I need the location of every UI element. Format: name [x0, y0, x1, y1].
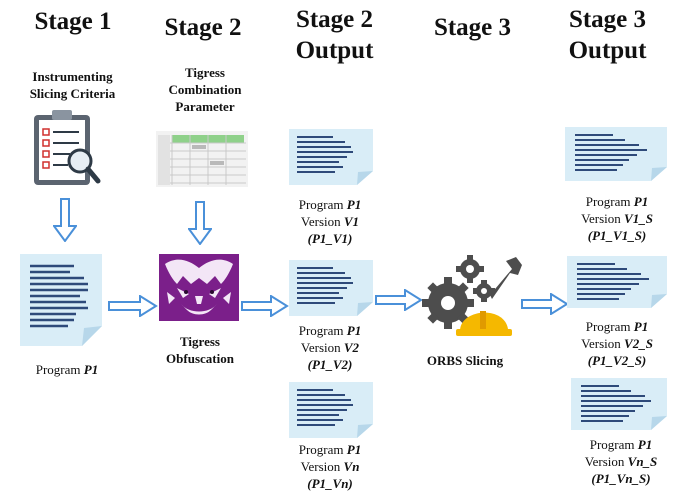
sliced-vn-label: Program P1 Version Vn_S (P1_Vn_S) [566, 436, 673, 487]
output-vn-version: Version Vn [280, 458, 380, 475]
stage2-title: Stage 2 [164, 14, 242, 41]
program-p1-label: Program P1 [12, 361, 122, 378]
output-vn-document [287, 380, 375, 440]
program-p1-document [18, 252, 104, 348]
sliced-vn-document [569, 376, 669, 432]
output-v2-version: Version V2 [280, 339, 380, 356]
stage2-down-arrow [188, 201, 212, 245]
output-vn-tag-text: (P1_Vn) [307, 476, 353, 491]
arrow-stage1-to-stage2 [108, 295, 158, 317]
sliced-v1-tag-text: (P1_V1_S) [587, 228, 647, 243]
sliced-v1-version-prefix: Version [581, 211, 625, 226]
output-v1-version-name: V1 [343, 214, 360, 229]
param-label-line2: Combination [168, 82, 242, 97]
param-label-line3: Parameter [175, 99, 235, 114]
sliced-v1-program: Program P1 [562, 193, 672, 210]
param-label-line1: Tigress [185, 65, 225, 80]
sliced-v1-tag: (P1_V1_S) [562, 227, 672, 244]
stage1-title: Stage 1 [34, 8, 112, 35]
spreadsheet-icon [156, 131, 248, 187]
output-vn-version-name: Vn [343, 459, 360, 474]
sliced-v1-version-name: V1_S [624, 211, 653, 226]
output-v2-tag-text: (P1_V2) [307, 357, 353, 372]
output-vn-program-name: P1 [346, 442, 362, 457]
obfuscation-label: Tigress Obfuscation [150, 333, 250, 367]
arrow-output-to-stage3 [375, 289, 423, 311]
stage3-title: Stage 3 [433, 14, 512, 41]
sliced-v1-program-prefix: Program [585, 194, 634, 209]
obfuscation-label-line2: Obfuscation [166, 351, 234, 366]
criteria-label: Instrumenting Slicing Criteria [10, 68, 135, 102]
gears-helmet-icon [420, 255, 524, 341]
output-v1-document [287, 127, 375, 187]
sliced-v2-program-name: P1 [633, 319, 649, 334]
output-v1-tag-text: (P1_V1) [307, 231, 353, 246]
output-v1-version-prefix: Version [300, 214, 344, 229]
sliced-vn-version-name: Vn_S [627, 454, 658, 469]
output-v2-document [287, 258, 375, 318]
sliced-v2-document [565, 254, 669, 310]
output-v2-program: Program P1 [280, 322, 380, 339]
output-v1-program: Program P1 [280, 196, 380, 213]
output-v2-program-prefix: Program [298, 323, 347, 338]
stage1-down-arrow [53, 198, 77, 242]
stage3-output-title-line1: Stage 3 [568, 6, 647, 33]
stage3-output-title-line2: Output [568, 37, 647, 64]
sliced-vn-tag-text: (P1_Vn_S) [591, 471, 651, 486]
arrow-stage3-to-output [521, 293, 569, 315]
sliced-v2-program-prefix: Program [585, 319, 634, 334]
param-label: Tigress Combination Parameter [150, 64, 260, 115]
stage2-output-title: Stage 2 Output [287, 4, 382, 66]
output-v1-label: Program P1 Version V1 (P1_V1) [280, 196, 380, 247]
program-p1-prefix: Program [35, 362, 84, 377]
sliced-v2-version-prefix: Version [581, 336, 625, 351]
output-v1-tag: (P1_V1) [280, 230, 380, 247]
sliced-v1-label: Program P1 Version V1_S (P1_V1_S) [562, 193, 672, 244]
orbs-slicing-label: ORBS Slicing [426, 353, 504, 368]
sliced-vn-version-prefix: Version [584, 454, 628, 469]
output-v1-version: Version V1 [280, 213, 380, 230]
sliced-vn-program-name: P1 [637, 437, 653, 452]
output-v1-program-prefix: Program [298, 197, 347, 212]
sliced-vn-program-prefix: Program [589, 437, 638, 452]
output-v2-label: Program P1 Version V2 (P1_V2) [280, 322, 380, 373]
stage2-output-title-line1: Stage 2 [295, 6, 374, 33]
output-vn-label: Program P1 Version Vn (P1_Vn) [280, 441, 380, 492]
tiger-icon [159, 254, 239, 321]
sliced-v2-tag-text: (P1_V2_S) [587, 353, 647, 368]
arrow-stage2-to-output [241, 295, 289, 317]
output-vn-program-prefix: Program [298, 442, 347, 457]
stage3-output-title: Stage 3 Output [560, 4, 655, 66]
sliced-v1-document [563, 125, 669, 183]
sliced-v2-tag: (P1_V2_S) [562, 352, 672, 369]
output-v2-version-prefix: Version [300, 340, 344, 355]
criteria-label-line1: Instrumenting [32, 69, 113, 84]
sliced-v2-program: Program P1 [562, 318, 672, 335]
output-vn-program: Program P1 [280, 441, 380, 458]
output-v1-program-name: P1 [346, 197, 362, 212]
output-v2-tag: (P1_V2) [280, 356, 380, 373]
clipboard-checklist-icon [30, 107, 102, 187]
sliced-v1-version: Version V1_S [562, 210, 672, 227]
stage2-output-title-line2: Output [295, 37, 374, 64]
sliced-vn-program: Program P1 [566, 436, 673, 453]
output-vn-tag: (P1_Vn) [280, 475, 380, 492]
sliced-v1-program-name: P1 [633, 194, 649, 209]
program-p1-name: P1 [83, 362, 99, 377]
sliced-v2-version: Version V2_S [562, 335, 672, 352]
sliced-vn-version: Version Vn_S [566, 453, 673, 470]
output-v2-program-name: P1 [346, 323, 362, 338]
output-vn-version-prefix: Version [300, 459, 344, 474]
sliced-v2-label: Program P1 Version V2_S (P1_V2_S) [562, 318, 672, 369]
sliced-vn-tag: (P1_Vn_S) [566, 470, 673, 487]
sliced-v2-version-name: V2_S [624, 336, 653, 351]
obfuscation-label-line1: Tigress [180, 334, 220, 349]
output-v2-version-name: V2 [343, 340, 360, 355]
criteria-label-line2: Slicing Criteria [29, 86, 116, 101]
